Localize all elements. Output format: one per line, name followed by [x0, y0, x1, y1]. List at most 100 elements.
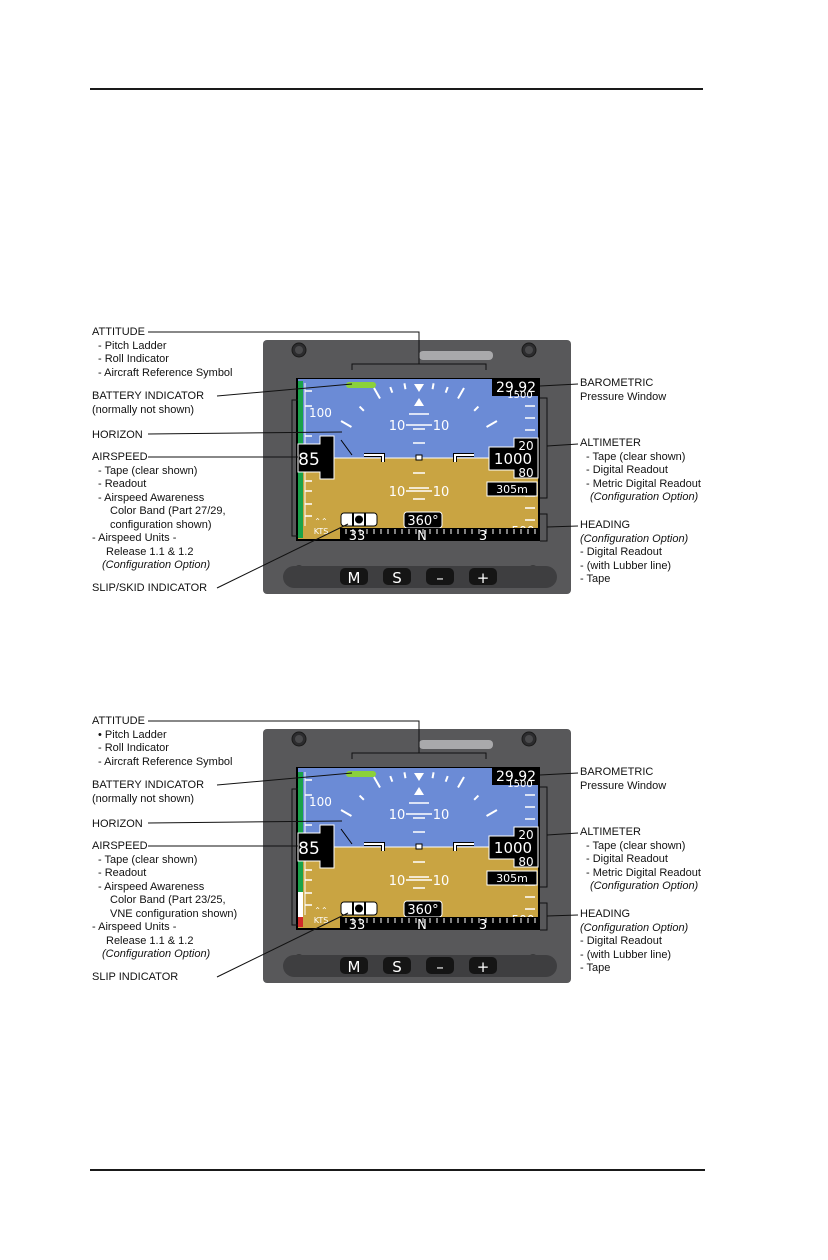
bezel-button-1[interactable]: S	[383, 568, 411, 587]
aircraft-reference-symbol	[364, 453, 474, 462]
svg-text:1000: 1000	[494, 839, 532, 857]
slip-indicator	[340, 901, 378, 916]
top-rule	[90, 88, 703, 90]
svg-text:305m: 305m	[496, 872, 528, 885]
label-line: - Tape (clear shown)	[98, 464, 198, 477]
label-line: BATTERY INDICATOR	[92, 390, 205, 402]
screw-icon	[521, 342, 537, 358]
screw-icon	[291, 342, 307, 358]
label-line: (Configuration Option)	[580, 532, 689, 545]
light-sensor	[419, 740, 493, 749]
metric-altitude-readout: 305m	[486, 481, 538, 497]
label-line: - Airspeed Awareness	[98, 491, 205, 504]
label-line: (normally not shown)	[92, 792, 195, 805]
bezel-button-3[interactable]: +	[469, 568, 497, 587]
heading-readout: 360°	[403, 900, 443, 918]
heading-tape-label: 3	[479, 918, 487, 933]
label-line: HORIZON	[92, 818, 143, 830]
label-line: - Airspeed Awareness	[98, 880, 205, 893]
label-horizon: HORIZON	[92, 429, 143, 443]
instrument-figure-1: ATTITUDE- Pitch Ladder- Roll Indicator- …	[0, 326, 828, 626]
svg-text:360°: 360°	[407, 514, 438, 529]
label-slip: SLIP INDICATOR	[92, 971, 178, 985]
bezel-button-3[interactable]: +	[469, 957, 497, 976]
label-horizon: HORIZON	[92, 818, 143, 832]
leader-lines	[147, 720, 579, 978]
airspeed-tape-label: 100	[309, 406, 332, 420]
metric-altitude-readout: 305m	[486, 870, 538, 886]
svg-text:80: 80	[518, 855, 533, 869]
svg-text:20: 20	[518, 439, 533, 453]
pitch-label: 10	[433, 419, 450, 434]
label-line: - (with Lubber line)	[580, 559, 672, 572]
label-line: (Configuration Option)	[102, 948, 211, 960]
pitch-label: 10	[433, 874, 450, 889]
efis-instrument: 101010101008529.92150020100080305m500360…	[147, 720, 579, 983]
bezel-button-0[interactable]: M	[340, 568, 368, 587]
label-line: AIRSPEED	[92, 451, 148, 463]
label-line: - Tape	[580, 962, 611, 974]
label-line: - Readout	[98, 478, 147, 490]
svg-text:–: –	[436, 958, 444, 976]
button-strip	[283, 955, 557, 977]
bezel-button-1[interactable]: S	[383, 957, 411, 976]
label-line: HEADING	[580, 519, 631, 531]
svg-text:S: S	[392, 958, 402, 976]
label-battery: BATTERY INDICATOR(normally not shown)	[92, 390, 204, 417]
label-line: - Aircraft Reference Symbol	[98, 366, 233, 379]
label-line: (Configuration Option)	[590, 491, 699, 503]
svg-text:M: M	[348, 958, 361, 976]
label-line: • Pitch Ladder	[98, 728, 167, 741]
svg-text:+: +	[477, 958, 490, 976]
label-line: Release 1.1 & 1.2	[106, 545, 194, 558]
label-line: HEADING	[580, 908, 631, 920]
battery-indicator	[346, 382, 376, 388]
slip-ball-icon	[355, 904, 363, 913]
label-line: - Metric Digital Readout	[586, 477, 701, 490]
airspeed-units: KTS	[314, 527, 329, 536]
label-line: - Aircraft Reference Symbol	[98, 755, 233, 768]
svg-text:29.92: 29.92	[496, 769, 536, 785]
pitch-label: 10	[389, 419, 406, 434]
label-battery: BATTERY INDICATOR(normally not shown)	[92, 779, 204, 806]
light-sensor	[419, 351, 493, 360]
label-line: - Pitch Ladder	[98, 339, 167, 352]
label-line: Color Band (Part 23/25,	[110, 894, 226, 906]
instrument-figure-2: ATTITUDE• Pitch Ladder- Roll Indicator- …	[0, 715, 828, 1015]
label-line: - Digital Readout	[586, 853, 668, 865]
efis-instrument: 101010101008529.92150020100080305m500360…	[147, 331, 579, 594]
leader-lines	[147, 331, 579, 589]
label-slip: SLIP/SKID INDICATOR	[92, 582, 207, 596]
label-line: (normally not shown)	[92, 403, 195, 416]
label-line: - Tape (clear shown)	[98, 853, 198, 866]
svg-text:85: 85	[298, 839, 320, 859]
label-line: (Configuration Option)	[590, 880, 699, 892]
bezel-button-2[interactable]: –	[426, 957, 454, 976]
svg-text:29.92: 29.92	[496, 380, 536, 396]
heading-readout: 360°	[403, 511, 443, 529]
svg-text:80: 80	[518, 466, 533, 480]
bezel-button-2[interactable]: –	[426, 568, 454, 587]
altitude-tape-label: 1500	[507, 390, 532, 401]
label-line: - Digital Readout	[580, 546, 662, 558]
label-heading: HEADING(Configuration Option)- Digital R…	[580, 908, 688, 976]
label-line: VNE configuration shown)	[110, 907, 238, 920]
airspeed-color-band	[298, 772, 303, 927]
label-line: ALTIMETER	[580, 826, 641, 838]
label-line: (Configuration Option)	[580, 921, 689, 934]
bezel-button-0[interactable]: M	[340, 957, 368, 976]
svg-text:85: 85	[298, 450, 320, 470]
label-line: BAROMETRIC	[580, 377, 654, 389]
label-line: SLIP/SKID INDICATOR	[92, 582, 208, 594]
bottom-rule	[90, 1169, 705, 1171]
label-line: AIRSPEED	[92, 840, 148, 852]
heading-tape-label: 33	[349, 529, 366, 544]
label-altimeter: ALTIMETER- Tape (clear shown)- Digital R…	[580, 826, 701, 894]
roll-pointer-icon	[414, 384, 424, 392]
label-line: - (with Lubber line)	[580, 948, 672, 961]
label-line: ALTIMETER	[580, 437, 641, 449]
